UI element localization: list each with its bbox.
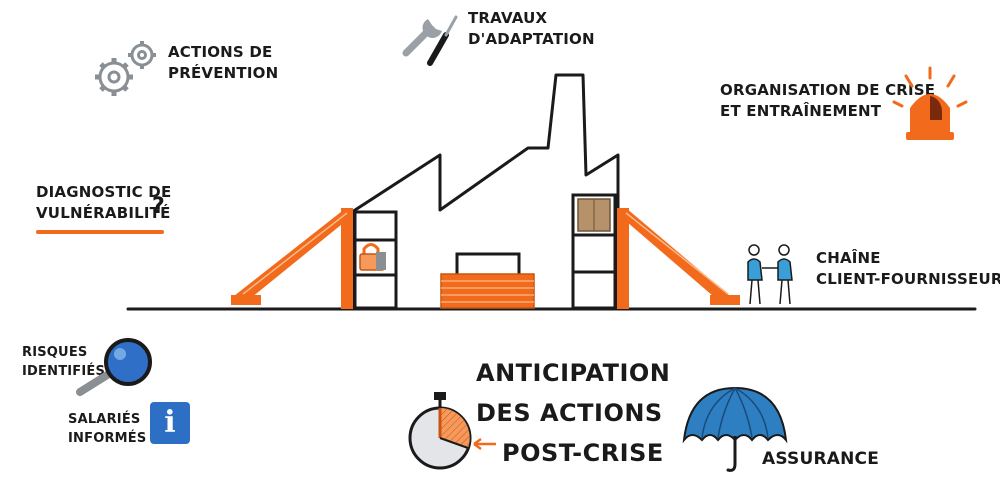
travaux-line-1: TRAVAUX bbox=[468, 9, 548, 27]
anticipation-line-3: POST-CRISE bbox=[502, 439, 664, 467]
padlock-icon bbox=[359, 243, 386, 271]
diagnostic-label: DIAGNOSTIC DE VULNÉRABILITÉ bbox=[36, 182, 171, 224]
wrench-screwdriver-icon bbox=[402, 15, 458, 66]
organisation-line-1: ORGANISATION DE CRISE bbox=[720, 81, 936, 99]
anticipation-line-1: ANTICIPATION bbox=[476, 359, 671, 387]
actions-prevention-line-1: ACTIONS DE bbox=[168, 43, 273, 61]
travaux-line-2: D'ADAPTATION bbox=[468, 30, 595, 48]
machine bbox=[440, 252, 535, 309]
magnifier-icon bbox=[76, 338, 152, 396]
organisation-crise-label: ORGANISATION DE CRISE ET ENTRAÎNEMENT bbox=[720, 80, 935, 122]
risques-line-2: IDENTIFIÉS bbox=[22, 364, 106, 379]
actions-prevention-label: ACTIONS DE PRÉVENTION bbox=[168, 42, 278, 84]
diagnostic-line-2: VULNÉRABILITÉ bbox=[36, 204, 171, 222]
salaries-line-2: INFORMÉS bbox=[68, 431, 147, 446]
chaine-line-2: CLIENT-FOURNISSEUR bbox=[816, 270, 1000, 288]
right-shelf bbox=[571, 193, 617, 310]
cardboard-box bbox=[577, 198, 611, 232]
actions-prevention-line-2: PRÉVENTION bbox=[168, 64, 279, 82]
assurance-label: ASSURANCE bbox=[762, 449, 880, 469]
gears-icon bbox=[95, 41, 156, 96]
diagnostic-line-1: DIAGNOSTIC DE bbox=[36, 183, 172, 201]
anticipation-line-2: DES ACTIONS bbox=[476, 399, 663, 427]
salaries-line-1: SALARIÉS bbox=[68, 412, 141, 427]
umbrella-icon bbox=[682, 386, 788, 472]
chaine-line-1: CHAÎNE bbox=[816, 249, 881, 267]
info-icon: i bbox=[150, 402, 190, 444]
left-ramp bbox=[231, 208, 353, 309]
salaries-label: SALARIÉS INFORMÉS bbox=[68, 410, 146, 448]
handshake-figures-icon bbox=[747, 244, 793, 305]
chaine-label: CHAÎNE CLIENT-FOURNISSEUR bbox=[816, 248, 1000, 290]
travaux-adaptation-label: TRAVAUX D'ADAPTATION bbox=[468, 8, 595, 50]
factory-outline bbox=[350, 73, 620, 309]
organisation-line-2: ET ENTRAÎNEMENT bbox=[720, 102, 882, 120]
right-ramp bbox=[617, 208, 740, 309]
question-mark-icon: ? bbox=[152, 194, 165, 219]
siren-icon bbox=[892, 66, 968, 140]
risques-label: RISQUES IDENTIFIÉS bbox=[22, 343, 105, 381]
risques-line-1: RISQUES bbox=[22, 345, 88, 360]
left-shelf bbox=[353, 210, 398, 310]
stopwatch-chart-icon bbox=[408, 392, 496, 470]
